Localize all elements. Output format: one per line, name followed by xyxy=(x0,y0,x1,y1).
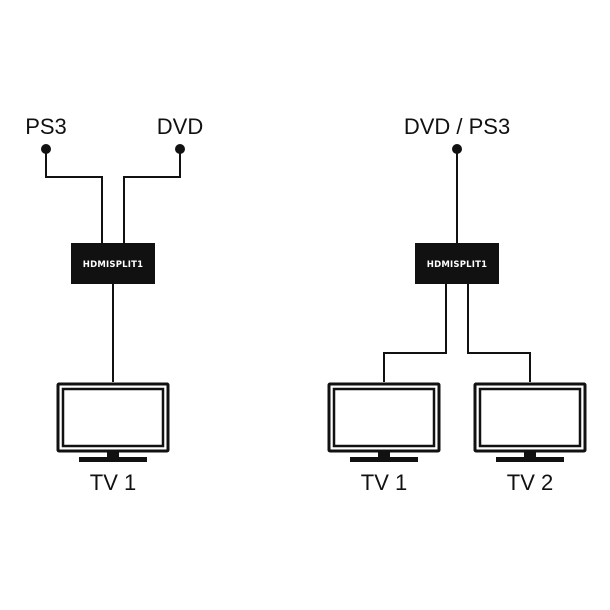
right-splitter-label: HDMISPLIT1 xyxy=(427,260,487,270)
left-splitter-box xyxy=(71,243,155,284)
left-tv1-label: TV 1 xyxy=(90,470,136,495)
right-setup: DVD / PS3 HDMISPLIT1 TV 1 TV 2 xyxy=(327,114,587,495)
right-source-label: DVD / PS3 xyxy=(404,114,510,139)
right-cable-tv2 xyxy=(467,284,531,382)
left-source-label-ps3: PS3 xyxy=(25,114,67,139)
right-cable-tv1 xyxy=(383,284,447,382)
right-tv2-label: TV 2 xyxy=(507,470,553,495)
left-cable-ps3 xyxy=(45,149,103,243)
left-splitter-label: HDMISPLIT1 xyxy=(83,260,143,270)
right-tv1-icon xyxy=(327,382,441,462)
right-tv1-label: TV 1 xyxy=(361,470,407,495)
right-splitter-box xyxy=(415,243,499,284)
left-setup: PS3 DVD HDMISPLIT1 TV 1 xyxy=(25,114,203,495)
left-cable-dvd xyxy=(123,149,181,243)
left-tv1-icon xyxy=(56,382,170,462)
left-source-label-dvd: DVD xyxy=(157,114,203,139)
right-tv2-icon xyxy=(473,382,587,462)
